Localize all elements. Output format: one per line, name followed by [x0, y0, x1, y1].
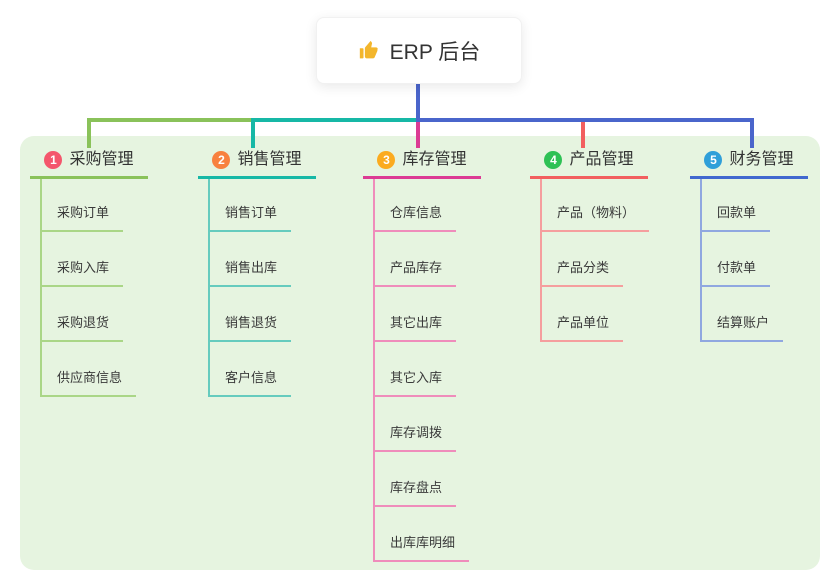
branch-node-2[interactable]: 2 销售管理 — [198, 150, 316, 179]
connector-root-stem — [416, 84, 420, 122]
root-node[interactable]: ERP 后台 — [316, 17, 522, 84]
branch-spine-line — [208, 179, 210, 397]
connector-drop-purchase — [87, 118, 91, 148]
connector-drop-finance — [750, 118, 754, 148]
branch-spine-line — [540, 179, 542, 342]
child-node[interactable]: 销售退货 — [208, 315, 292, 342]
branch-label: 产品管理 — [569, 151, 634, 168]
branch-number-badge: 1 — [44, 151, 63, 169]
branch-number-badge: 2 — [212, 151, 231, 169]
child-node[interactable]: 采购入库 — [40, 260, 124, 287]
connector-horizontal-teal — [251, 118, 418, 122]
child-node[interactable]: 采购订单 — [40, 205, 124, 232]
branch-node-5[interactable]: 5 财务管理 — [690, 150, 808, 179]
child-node[interactable]: 库存调拨 — [373, 425, 457, 452]
branch-label: 财务管理 — [729, 151, 794, 168]
connector-horizontal-blue — [416, 118, 754, 122]
child-node[interactable]: 客户信息 — [208, 370, 292, 397]
branch-number-badge: 4 — [544, 151, 563, 169]
child-node[interactable]: 出库库明细 — [373, 535, 470, 562]
child-node[interactable]: 其它入库 — [373, 370, 457, 397]
branch-node-4[interactable]: 4 产品管理 — [530, 150, 648, 179]
connector-drop-inventory — [416, 120, 420, 148]
child-node[interactable]: 销售订单 — [208, 205, 292, 232]
connector-drop-sales — [251, 118, 255, 148]
branch-spine-line — [373, 179, 375, 562]
branch-number-badge: 3 — [377, 151, 396, 169]
branch-number-badge: 5 — [704, 151, 723, 169]
child-node[interactable]: 其它出库 — [373, 315, 457, 342]
child-node[interactable]: 结算账户 — [700, 315, 784, 342]
branch-label: 采购管理 — [69, 151, 134, 168]
child-node[interactable]: 仓库信息 — [373, 205, 457, 232]
branch-node-3[interactable]: 3 库存管理 — [363, 150, 481, 179]
thumbs-up-icon — [358, 40, 380, 62]
child-node[interactable]: 产品（物料） — [540, 205, 650, 232]
child-node[interactable]: 付款单 — [700, 260, 771, 287]
child-node[interactable]: 库存盘点 — [373, 480, 457, 507]
connector-drop-product — [581, 122, 585, 148]
branch-spine-line — [700, 179, 702, 342]
child-node[interactable]: 产品单位 — [540, 315, 624, 342]
connector-horizontal-green — [87, 118, 254, 122]
child-node[interactable]: 供应商信息 — [40, 370, 137, 397]
root-node-label: ERP 后台 — [389, 40, 481, 64]
branch-spine-line — [40, 179, 42, 397]
child-node[interactable]: 采购退货 — [40, 315, 124, 342]
branch-label: 库存管理 — [402, 151, 467, 168]
child-node[interactable]: 销售出库 — [208, 260, 292, 287]
child-node[interactable]: 产品分类 — [540, 260, 624, 287]
child-node[interactable]: 回款单 — [700, 205, 771, 232]
mindmap-panel-background — [20, 136, 820, 570]
child-node[interactable]: 产品库存 — [373, 260, 457, 287]
branch-label: 销售管理 — [237, 151, 302, 168]
branch-node-1[interactable]: 1 采购管理 — [30, 150, 148, 179]
